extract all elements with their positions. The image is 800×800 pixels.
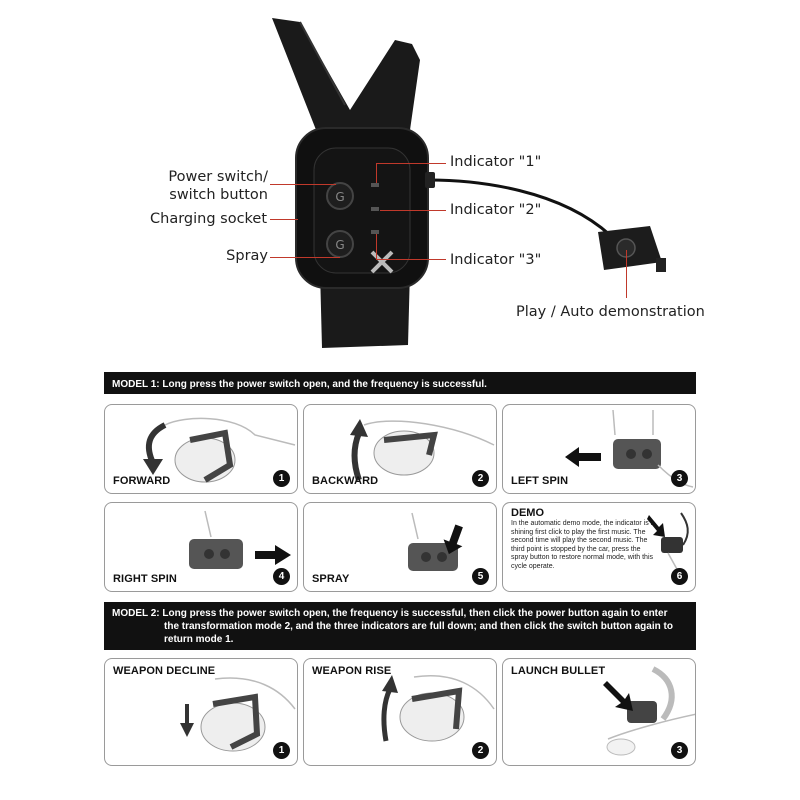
svg-text:G: G (335, 190, 344, 204)
callout-power-switch-line1: Power switch/ (168, 169, 268, 185)
step-number: 3 (671, 742, 688, 759)
step-label: WEAPON RISE (312, 665, 392, 677)
step-label: SPRAY (312, 573, 350, 585)
device-illustration: G G (272, 18, 666, 348)
step-number: 2 (472, 470, 489, 487)
leader-play-auto (626, 250, 627, 298)
step-label: WEAPON DECLINE (113, 665, 216, 677)
step-number: 2 (472, 742, 489, 759)
step-number: 4 (273, 568, 290, 585)
step-label: RIGHT SPIN (113, 573, 177, 585)
callout-play-auto: Play / Auto demonstration (516, 304, 705, 320)
step-left-spin-panel: LEFT SPIN 3 (502, 404, 696, 494)
launch-bullet-illustration (603, 666, 695, 756)
step-weapon-rise-panel: WEAPON RISE 2 (303, 658, 497, 766)
callout-indicator-1: Indicator "1" (450, 154, 542, 170)
leader-indicator-3-v (376, 234, 377, 259)
step-spray-panel: SPRAY 5 (303, 502, 497, 592)
weapon-decline-illustration (180, 677, 296, 752)
step-right-spin-panel: RIGHT SPIN 4 (104, 502, 298, 592)
callout-indicator-3: Indicator "3" (450, 252, 542, 268)
callout-spray: Spray (226, 248, 268, 264)
step-label: LEFT SPIN (511, 475, 569, 487)
leader-indicator-1-v (376, 163, 377, 183)
step-number: 1 (273, 742, 290, 759)
leader-charging-socket (270, 219, 298, 220)
device-diagram: G G Power switch/ switch button Charging… (0, 0, 800, 360)
backward-illustration (350, 419, 495, 481)
step-weapon-decline-panel: WEAPON DECLINE 1 (104, 658, 298, 766)
step-number: 3 (671, 470, 688, 487)
step-label: LAUNCH BULLET (511, 665, 606, 677)
step-number: 5 (472, 568, 489, 585)
leader-power-switch (270, 184, 336, 185)
model2-banner-line2: the transformation mode 2, and the three… (164, 621, 673, 632)
model1-banner-text: MODEL 1: Long press the power switch ope… (112, 379, 487, 390)
demo-text: In the automatic demo mode, the indicato… (511, 520, 655, 570)
leader-indicator-2 (380, 210, 446, 211)
step-number: 1 (273, 470, 290, 487)
weapon-rise-illustration (381, 675, 495, 742)
step-launch-bullet-panel: LAUNCH BULLET 3 (502, 658, 696, 766)
spray-illustration (408, 512, 463, 571)
step-number: 6 (671, 568, 688, 585)
callout-indicator-2: Indicator "2" (450, 202, 542, 218)
step-backward-panel: BACKWARD 2 (303, 404, 497, 494)
model1-banner: MODEL 1: Long press the power switch ope… (104, 372, 696, 394)
model2-banner-line1: MODEL 2: Long press the power switch ope… (112, 608, 668, 619)
model2-banner: MODEL 2: Long press the power switch ope… (104, 602, 696, 650)
right-spin-illustration (189, 510, 291, 569)
leader-indicator-1 (376, 163, 446, 164)
step-label: FORWARD (113, 475, 171, 487)
callout-power-switch: Power switch/ switch button (160, 168, 268, 204)
step-forward-panel: FORWARD 1 (104, 404, 298, 494)
callout-power-switch-line2: switch button (169, 187, 268, 203)
forward-illustration (143, 417, 296, 483)
leader-spray (270, 257, 340, 258)
step-label: BACKWARD (312, 475, 379, 487)
leader-indicator-3 (376, 259, 446, 260)
callout-charging-socket: Charging socket (150, 211, 268, 227)
step-demo-panel: DEMO In the automatic demo mode, the ind… (502, 502, 696, 592)
model2-banner-line3: return mode 1. (164, 634, 234, 645)
left-spin-illustration (565, 409, 694, 488)
svg-text:G: G (335, 238, 344, 252)
demo-illustration (647, 512, 689, 572)
demo-title: DEMO (511, 507, 544, 519)
